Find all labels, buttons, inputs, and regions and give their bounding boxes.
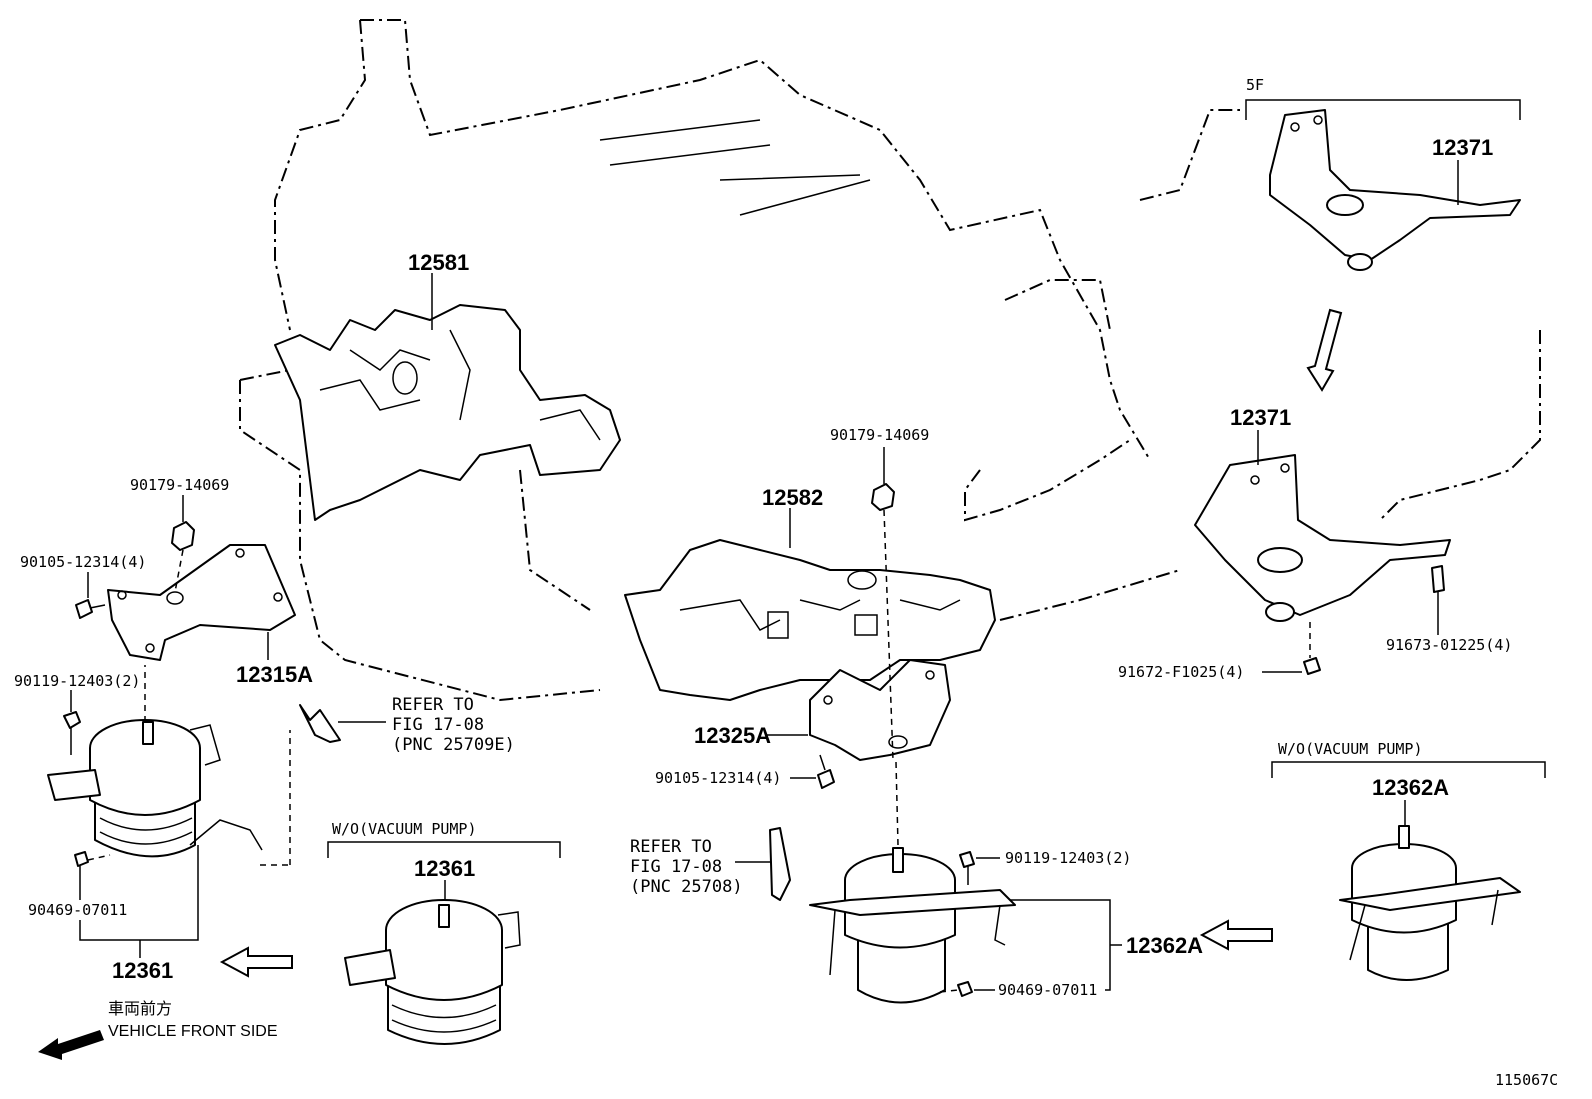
variant-arrow-left xyxy=(219,946,293,978)
bracket-12371: 12371 xyxy=(1194,405,1451,622)
label-12315a: 12315A xyxy=(236,662,313,687)
label-12362a-main: 12362A xyxy=(1126,933,1203,958)
bracket-12325a: 12325A xyxy=(694,659,951,761)
refer-left: REFER TO FIG 17-08 (PNC 25709E) xyxy=(289,695,515,865)
label-nut-center: 90179-14069 xyxy=(830,426,929,444)
nut-left: 90179-14069 xyxy=(130,476,229,593)
refer-center-line1: REFER TO xyxy=(630,837,712,857)
bolt-91672: 91672-F1025(4) xyxy=(1118,622,1321,681)
label-bolt-right-mount: 90119-12403(2) xyxy=(1005,849,1131,867)
mount-12361-main: 90469-07011 12361 xyxy=(28,665,290,983)
front-arrow-icon xyxy=(38,1030,104,1060)
refer-left-line1: REFER TO xyxy=(392,695,474,715)
label-clip-left: 90469-07011 xyxy=(28,901,127,919)
vehicle-front-indicator: 車両前方 VEHICLE FRONT SIDE xyxy=(38,1000,278,1060)
bolt-left-bracket: 90105-12314(4) xyxy=(20,553,146,619)
label-5f: 5F xyxy=(1246,76,1264,94)
label-12582: 12582 xyxy=(762,485,823,510)
label-bolt-center-bracket: 90105-12314(4) xyxy=(655,769,781,787)
engine-outline xyxy=(239,19,1541,702)
refer-left-line3: (PNC 25709E) xyxy=(392,735,515,755)
variant-arrow-right xyxy=(1199,919,1273,951)
label-wo-vacuum-left: W/O(VACUUM PUMP) xyxy=(332,820,477,838)
variant-5f: 5F 12371 xyxy=(1245,76,1521,392)
label-12361-alt: 12361 xyxy=(414,856,475,881)
label-bolt-left-bracket: 90105-12314(4) xyxy=(20,553,146,571)
down-arrow xyxy=(1306,308,1343,392)
label-bolt-left-mount: 90119-12403(2) xyxy=(14,672,140,690)
front-jp: 車両前方 xyxy=(108,1000,172,1018)
bolt-center-bracket: 90105-12314(4) xyxy=(655,754,835,789)
bolt-91673: 91673-01225(4) xyxy=(1386,565,1512,654)
insulator-12582: 12582 xyxy=(624,485,996,701)
refer-center: REFER TO FIG 17-08 (PNC 25708) xyxy=(630,827,791,901)
label-nut-left: 90179-14069 xyxy=(130,476,229,494)
front-en: VEHICLE FRONT SIDE xyxy=(108,1023,278,1040)
label-wo-vacuum-right: W/O(VACUUM PUMP) xyxy=(1278,740,1423,758)
variant-wo-vacuum-right: W/O(VACUUM PUMP) 12362A xyxy=(1271,740,1546,981)
refer-left-line2: FIG 17-08 xyxy=(392,715,484,735)
refer-center-line3: (PNC 25708) xyxy=(630,877,743,897)
label-12362a-alt: 12362A xyxy=(1372,775,1449,800)
label-12581: 12581 xyxy=(408,250,469,275)
label-clip-right: 90469-07011 xyxy=(998,981,1097,999)
label-12325a: 12325A xyxy=(694,723,771,748)
label-bolt-91672: 91672-F1025(4) xyxy=(1118,663,1244,681)
nut-center: 90179-14069 xyxy=(830,426,929,761)
refer-center-line2: FIG 17-08 xyxy=(630,857,722,877)
insulator-12581: 12581 xyxy=(274,250,621,521)
figure-id: 115067C xyxy=(1495,1071,1558,1089)
variant-wo-vacuum-left: W/O(VACUUM PUMP) 12361 xyxy=(327,820,561,1045)
bracket-12315a: 12315A xyxy=(107,544,313,687)
label-bolt-91673: 91673-01225(4) xyxy=(1386,636,1512,654)
label-12371-top: 12371 xyxy=(1432,135,1493,160)
label-12371-mid: 12371 xyxy=(1230,405,1291,430)
label-12361-main: 12361 xyxy=(112,958,173,983)
mount-12362a-main: 90119-12403(2) 90469-07011 12362A xyxy=(809,761,1203,1004)
bolt-left-mount: 90119-12403(2) xyxy=(14,672,140,755)
